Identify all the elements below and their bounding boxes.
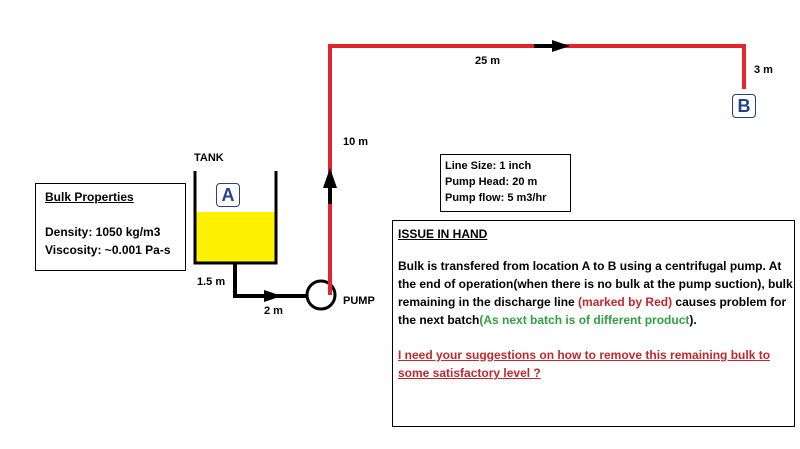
destination-letter-b: B — [732, 94, 756, 118]
issue-text-green: (As next batch is of different product — [479, 313, 690, 327]
issue-box: ISSUE IN HAND Bulk is transfered from lo… — [392, 220, 795, 427]
pump-label: PUMP — [343, 295, 375, 307]
issue-text-red: (marked by Red) — [578, 295, 673, 309]
viscosity-value: Viscosity: ~0.001 Pa-s — [45, 243, 171, 257]
pump-flow: Pump flow: 5 m3/hr — [445, 192, 547, 204]
dim-drop: 3 m — [754, 64, 773, 76]
issue-description: Bulk is transfered from location A to B … — [398, 257, 794, 329]
top-arrow-shaft — [534, 44, 554, 48]
top-flow-arrow — [552, 40, 570, 52]
tank-label: TANK — [194, 152, 224, 164]
issue-title: ISSUE IN HAND — [398, 227, 488, 241]
density-value: Density: 1050 kg/m3 — [45, 225, 161, 239]
dim-suction-vertical: 1.5 m — [197, 276, 226, 288]
riser-arrow-shaft — [328, 186, 332, 204]
suction-line — [233, 263, 306, 298]
bulk-properties-box: Bulk Properties Density: 1050 kg/m3 Visc… — [35, 183, 186, 271]
tank-letter-a: A — [216, 183, 240, 207]
dim-riser: 10 m — [343, 136, 369, 148]
pump-head: Pump Head: 20 m — [445, 176, 538, 188]
bulk-properties-title: Bulk Properties — [45, 190, 134, 204]
dim-top-run: 25 m — [475, 55, 501, 67]
riser-flow-arrow — [323, 168, 337, 188]
line-size: Line Size: 1 inch — [445, 160, 532, 172]
dim-suction-horizontal: 2 m — [264, 305, 283, 317]
issue-text-2: causes problem for the next batch — [398, 295, 787, 327]
issue-text-1: Bulk is transfered from location A to B … — [398, 259, 793, 309]
tank-liquid — [196, 212, 275, 263]
issue-question: I need your suggestions on how to remove… — [398, 348, 771, 380]
issue-text-3: ). — [689, 313, 697, 327]
line-specs-box: Line Size: 1 inch Pump Head: 20 m Pump f… — [440, 154, 571, 212]
suction-flow-arrow — [264, 290, 282, 302]
